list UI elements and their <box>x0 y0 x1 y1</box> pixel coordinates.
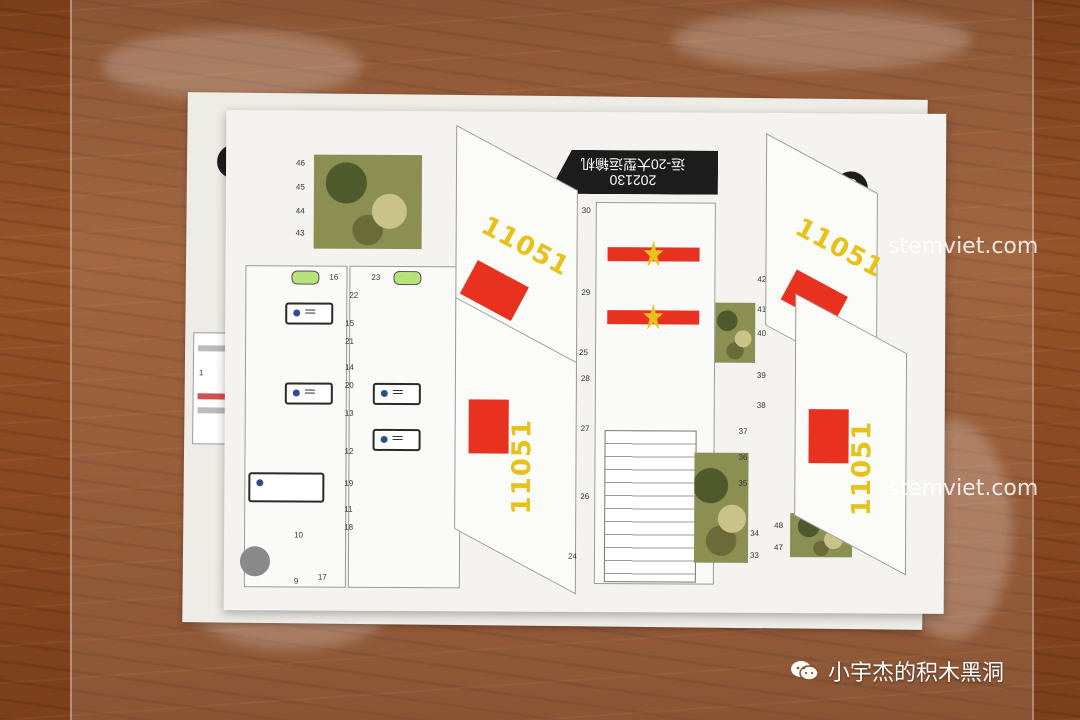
sticker-sheet-2: 202130 运-20大型运输机 2 46 45 44 43 16 23 22 … <box>223 110 947 614</box>
serial-number-decal: 11051 <box>846 420 878 517</box>
round-hatch-decal <box>239 546 271 577</box>
camo-decal <box>714 302 756 363</box>
part-number: 23 <box>371 272 381 282</box>
part-number: 29 <box>581 287 591 298</box>
part-number: 46 <box>296 158 305 168</box>
camo-decal <box>313 154 423 250</box>
part-number: 30 <box>581 205 591 216</box>
part-number: 20 <box>344 380 354 390</box>
part-number: 36 <box>738 452 748 462</box>
part-number: 37 <box>738 426 748 436</box>
part-number: 19 <box>344 478 354 488</box>
part-number: 18 <box>344 522 354 532</box>
window-decal <box>372 428 421 452</box>
watermark-text: stemviet.com <box>888 476 1039 501</box>
part-number: 13 <box>344 408 354 418</box>
part-number: 34 <box>750 528 760 538</box>
part-number: 43 <box>295 228 305 238</box>
part-number: 44 <box>295 206 305 216</box>
part-number: 38 <box>756 400 766 410</box>
part-number: 15 <box>345 318 355 328</box>
window-decal <box>285 302 334 325</box>
model-code: 202130 <box>609 172 657 189</box>
green-light-decal <box>393 270 422 286</box>
camo-decal <box>693 452 749 563</box>
part-number: 24 <box>567 551 577 561</box>
green-light-decal <box>291 270 320 285</box>
flag-decal <box>808 409 849 464</box>
part-number: 45 <box>295 182 305 192</box>
brand-text: 小宇杰的积木黑洞 <box>828 661 1005 686</box>
wechat-icon <box>790 659 820 683</box>
part-number: 12 <box>344 446 354 456</box>
window-decal <box>248 472 325 503</box>
part-number: 25 <box>579 347 588 358</box>
serial-number-decal: 11051 <box>506 418 538 515</box>
part-number: 40 <box>757 328 767 338</box>
part-number: 35 <box>738 478 748 488</box>
part-number: 1 <box>198 368 204 378</box>
cargo-door-decal <box>603 430 697 583</box>
window-decal <box>284 382 333 405</box>
part-number: 16 <box>329 272 339 282</box>
part-number: 10 <box>294 530 304 540</box>
part-number: 22 <box>349 290 359 300</box>
brand-caption: 小宇杰的积木黑洞 <box>790 655 1004 687</box>
part-number: 21 <box>345 336 355 346</box>
part-number: 11 <box>344 504 353 514</box>
flag-decal <box>468 399 509 454</box>
part-number: 9 <box>293 576 299 586</box>
part-number: 14 <box>344 362 354 372</box>
part-number: 33 <box>749 550 759 560</box>
part-number: 39 <box>756 370 766 380</box>
part-number: 28 <box>580 373 590 384</box>
model-name: 运-20大型运输机 <box>580 155 686 173</box>
part-number: 48 <box>774 520 784 531</box>
fuselage-panel-mid <box>347 265 462 589</box>
part-number: 17 <box>317 572 327 582</box>
watermark-text: stemviet.com <box>888 234 1039 259</box>
part-number: 26 <box>580 491 590 502</box>
part-number: 47 <box>774 542 783 553</box>
window-decal <box>372 382 421 406</box>
part-number: 27 <box>580 423 590 434</box>
